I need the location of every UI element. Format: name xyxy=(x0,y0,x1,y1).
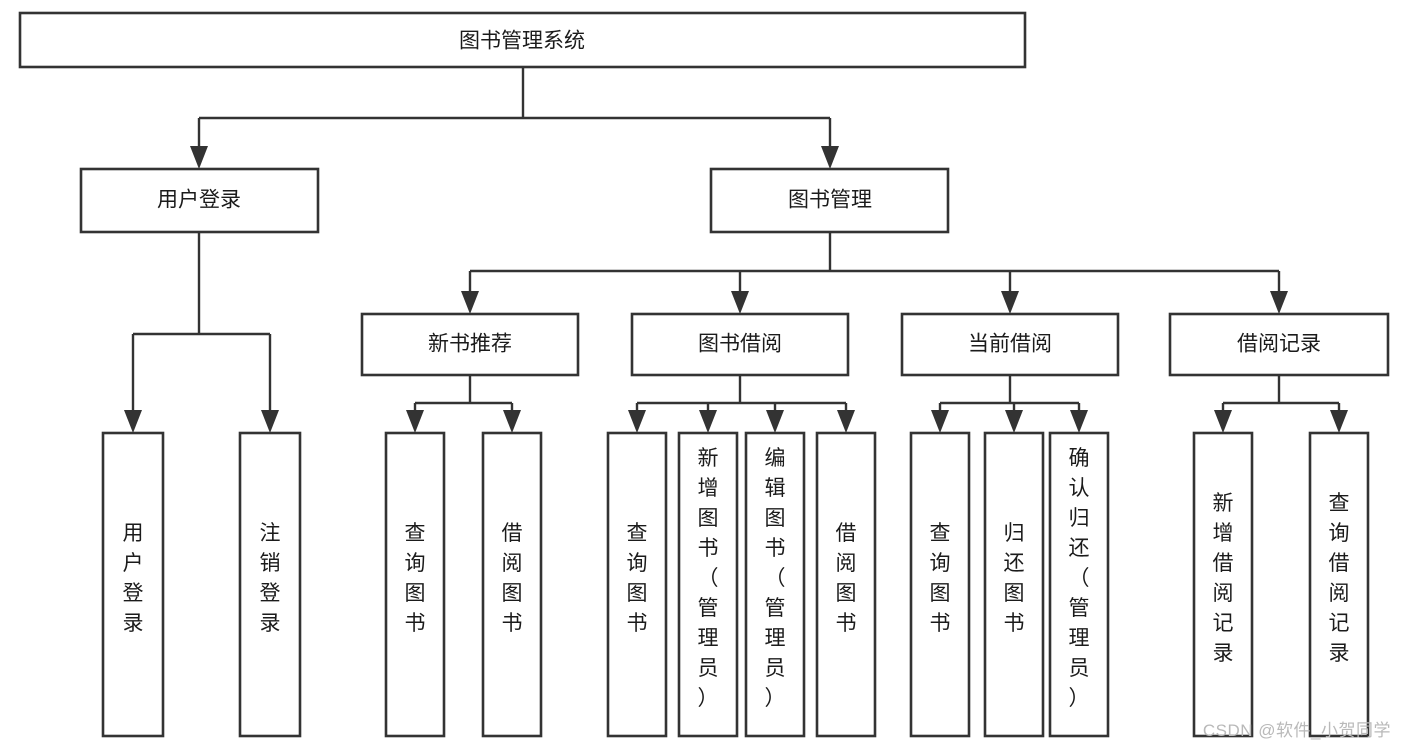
arrowhead-to-user-login xyxy=(190,146,208,169)
node-leaf-logout-login-box[interactable] xyxy=(238,431,302,738)
arrowhead-to-leaf-query-book-2 xyxy=(628,410,646,433)
edge-new-book-recommend-trunk xyxy=(413,375,514,419)
node-leaf-return-book-box[interactable] xyxy=(983,431,1045,738)
arrowhead-to-borrow-records xyxy=(1270,291,1288,314)
node-leaf-query-borrow-record[interactable]: 查询借阅记录 xyxy=(1308,431,1370,738)
node-leaf-borrow-book-1-box[interactable] xyxy=(481,431,543,738)
node-leaf-edit-book-admin-box[interactable] xyxy=(744,431,806,738)
node-leaf-confirm-return-admin[interactable]: 确认归还（管理员） xyxy=(1048,431,1110,738)
node-book-borrow-label: 图书借阅 xyxy=(698,333,782,356)
node-leaf-query-book-3[interactable]: 查询图书 xyxy=(909,431,971,738)
arrowhead-to-leaf-borrow-book-2 xyxy=(837,410,855,433)
node-leaf-user-login[interactable]: 用户登录 xyxy=(101,431,165,738)
node-user-login-box[interactable] xyxy=(79,167,320,234)
edge-book-management-trunk xyxy=(468,232,1281,300)
node-leaf-add-book-admin[interactable]: 新增图书（管理员） xyxy=(677,431,739,738)
node-book-management[interactable]: 图书管理 xyxy=(709,167,950,234)
arrowhead-to-leaf-add-book-admin xyxy=(699,410,717,433)
node-new-book-recommend[interactable]: 新书推荐 xyxy=(360,312,580,377)
node-root-box[interactable] xyxy=(18,11,1027,69)
edge-book-borrow-trunk xyxy=(635,375,848,419)
node-leaf-add-borrow-record-box[interactable] xyxy=(1192,431,1254,738)
arrowhead-to-leaf-query-book-1 xyxy=(406,410,424,433)
edge-borrow-records-trunk xyxy=(1221,375,1341,419)
node-leaf-borrow-book-2-label: 借阅图书 xyxy=(836,522,857,635)
node-leaf-confirm-return-admin-label: 确认归还（管理员） xyxy=(1069,447,1090,710)
node-book-borrow-box[interactable] xyxy=(630,312,850,377)
node-leaf-query-book-2-label: 查询图书 xyxy=(627,522,648,635)
node-leaf-add-borrow-record-label: 新增借阅记录 xyxy=(1213,492,1234,665)
node-borrow-records-box[interactable] xyxy=(1168,312,1390,377)
arrowhead-to-leaf-add-borrow-record xyxy=(1214,410,1232,433)
node-leaf-confirm-return-admin-box[interactable] xyxy=(1048,431,1110,738)
edge-root-trunk xyxy=(197,67,832,155)
node-leaf-edit-book-admin-label: 编辑图书（管理员） xyxy=(765,447,786,710)
arrowhead-to-leaf-query-borrow-record xyxy=(1330,410,1348,433)
node-root[interactable]: 图书管理系统 xyxy=(18,11,1027,69)
node-new-book-recommend-label: 新书推荐 xyxy=(428,333,512,356)
node-leaf-query-borrow-record-label: 查询借阅记录 xyxy=(1329,492,1350,665)
arrowhead-to-leaf-return-book xyxy=(1005,410,1023,433)
arrowhead-to-leaf-borrow-book-1 xyxy=(503,410,521,433)
node-leaf-logout-login-label: 注销登录 xyxy=(260,522,281,635)
node-book-borrow[interactable]: 图书借阅 xyxy=(630,312,850,377)
node-leaf-query-book-2-box[interactable] xyxy=(606,431,668,738)
arrowhead-to-book-borrow xyxy=(731,291,749,314)
node-borrow-records[interactable]: 借阅记录 xyxy=(1168,312,1390,377)
arrowhead-to-leaf-user-login xyxy=(124,410,142,433)
node-leaf-return-book[interactable]: 归还图书 xyxy=(983,431,1045,738)
node-current-borrow-label: 当前借阅 xyxy=(968,333,1052,356)
node-leaf-query-book-1-label: 查询图书 xyxy=(405,522,426,635)
node-leaf-user-login-label: 用户登录 xyxy=(123,522,144,635)
node-leaf-query-borrow-record-box[interactable] xyxy=(1308,431,1370,738)
node-leaf-query-book-1-box[interactable] xyxy=(384,431,446,738)
arrowhead-to-leaf-logout-login xyxy=(261,410,279,433)
node-leaf-borrow-book-2[interactable]: 借阅图书 xyxy=(815,431,877,738)
node-borrow-records-label: 借阅记录 xyxy=(1237,333,1321,356)
node-leaf-user-login-box[interactable] xyxy=(101,431,165,738)
node-leaf-borrow-book-1[interactable]: 借阅图书 xyxy=(481,431,543,738)
node-leaf-logout-login[interactable]: 注销登录 xyxy=(238,431,302,738)
node-leaf-add-borrow-record[interactable]: 新增借阅记录 xyxy=(1192,431,1254,738)
node-leaf-borrow-book-2-box[interactable] xyxy=(815,431,877,738)
node-user-login[interactable]: 用户登录 xyxy=(79,167,320,234)
node-leaf-add-book-admin-box[interactable] xyxy=(677,431,739,738)
node-leaf-borrow-book-1-label: 借阅图书 xyxy=(502,522,523,635)
arrowhead-to-new-book-recommend xyxy=(461,291,479,314)
node-leaf-query-book-3-box[interactable] xyxy=(909,431,971,738)
node-book-management-box[interactable] xyxy=(709,167,950,234)
node-leaf-query-book-2[interactable]: 查询图书 xyxy=(606,431,668,738)
arrowhead-to-book-management xyxy=(821,146,839,169)
node-current-borrow[interactable]: 当前借阅 xyxy=(900,312,1120,377)
arrowhead-to-current-borrow xyxy=(1001,291,1019,314)
connector-layer xyxy=(124,67,1348,433)
node-user-login-label: 用户登录 xyxy=(157,189,241,212)
node-leaf-query-book-1[interactable]: 查询图书 xyxy=(384,431,446,738)
node-new-book-recommend-box[interactable] xyxy=(360,312,580,377)
edge-user-login-trunk xyxy=(131,232,272,419)
node-leaf-query-book-3-label: 查询图书 xyxy=(930,522,951,635)
node-book-management-label: 图书管理 xyxy=(788,189,872,212)
arrowhead-to-leaf-edit-book-admin xyxy=(766,410,784,433)
node-leaf-add-book-admin-label: 新增图书（管理员） xyxy=(698,447,719,710)
node-leaf-edit-book-admin[interactable]: 编辑图书（管理员） xyxy=(744,431,806,738)
node-leaf-return-book-label: 归还图书 xyxy=(1004,522,1025,635)
arrowhead-to-leaf-confirm-return-admin xyxy=(1070,410,1088,433)
node-root-label: 图书管理系统 xyxy=(459,30,585,53)
node-current-borrow-box[interactable] xyxy=(900,312,1120,377)
arrowhead-to-leaf-query-book-3 xyxy=(931,410,949,433)
